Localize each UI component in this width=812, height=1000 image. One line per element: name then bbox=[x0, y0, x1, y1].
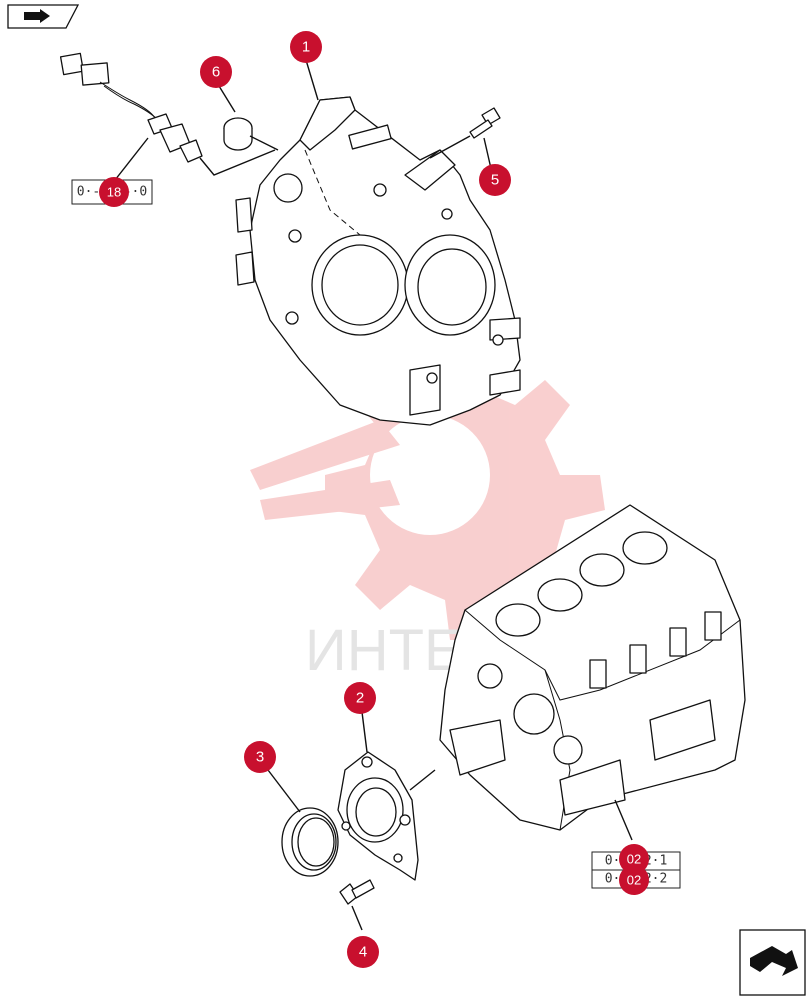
ref-marker-block-b: 02 bbox=[627, 873, 641, 888]
flywheel-housing bbox=[235, 96, 521, 426]
callout-4[interactable]: 4 bbox=[347, 936, 379, 968]
callout-2[interactable]: 2 bbox=[344, 682, 376, 714]
callout-1-label: 1 bbox=[302, 39, 310, 56]
callout-2-label: 2 bbox=[356, 690, 364, 707]
seal-ring bbox=[281, 807, 339, 877]
callout-3-label: 3 bbox=[256, 749, 264, 766]
bolt-part-5 bbox=[429, 107, 501, 159]
seal-retainer bbox=[337, 751, 436, 881]
sensor-part bbox=[59, 52, 276, 181]
plug-part bbox=[223, 117, 279, 151]
watermark-text: ИНТЕ bbox=[305, 618, 463, 683]
callout-5[interactable]: 5 bbox=[479, 164, 511, 196]
ref-box-block-b[interactable]: 0·-002·2 02 bbox=[591, 865, 681, 895]
bolt-part-4 bbox=[339, 879, 375, 905]
callout-6-label: 6 bbox=[212, 64, 220, 81]
ref-box-block-a[interactable]: 0·-002·1 02 bbox=[591, 844, 681, 874]
back-arrow-icon[interactable] bbox=[7, 4, 80, 29]
callout-5-label: 5 bbox=[491, 172, 499, 189]
callout-6[interactable]: 6 bbox=[200, 56, 232, 88]
callout-4-label: 4 bbox=[359, 944, 367, 961]
ref-marker-sensor: 18 bbox=[107, 185, 121, 200]
ref-marker-block-a: 02 bbox=[627, 852, 641, 867]
engine-block bbox=[439, 504, 746, 841]
forward-arrow-icon[interactable] bbox=[739, 929, 806, 996]
callout-1[interactable]: 1 bbox=[290, 31, 322, 63]
callout-3[interactable]: 3 bbox=[244, 741, 276, 773]
ref-box-sensor[interactable]: 0·-018-·0 18 bbox=[71, 177, 153, 207]
